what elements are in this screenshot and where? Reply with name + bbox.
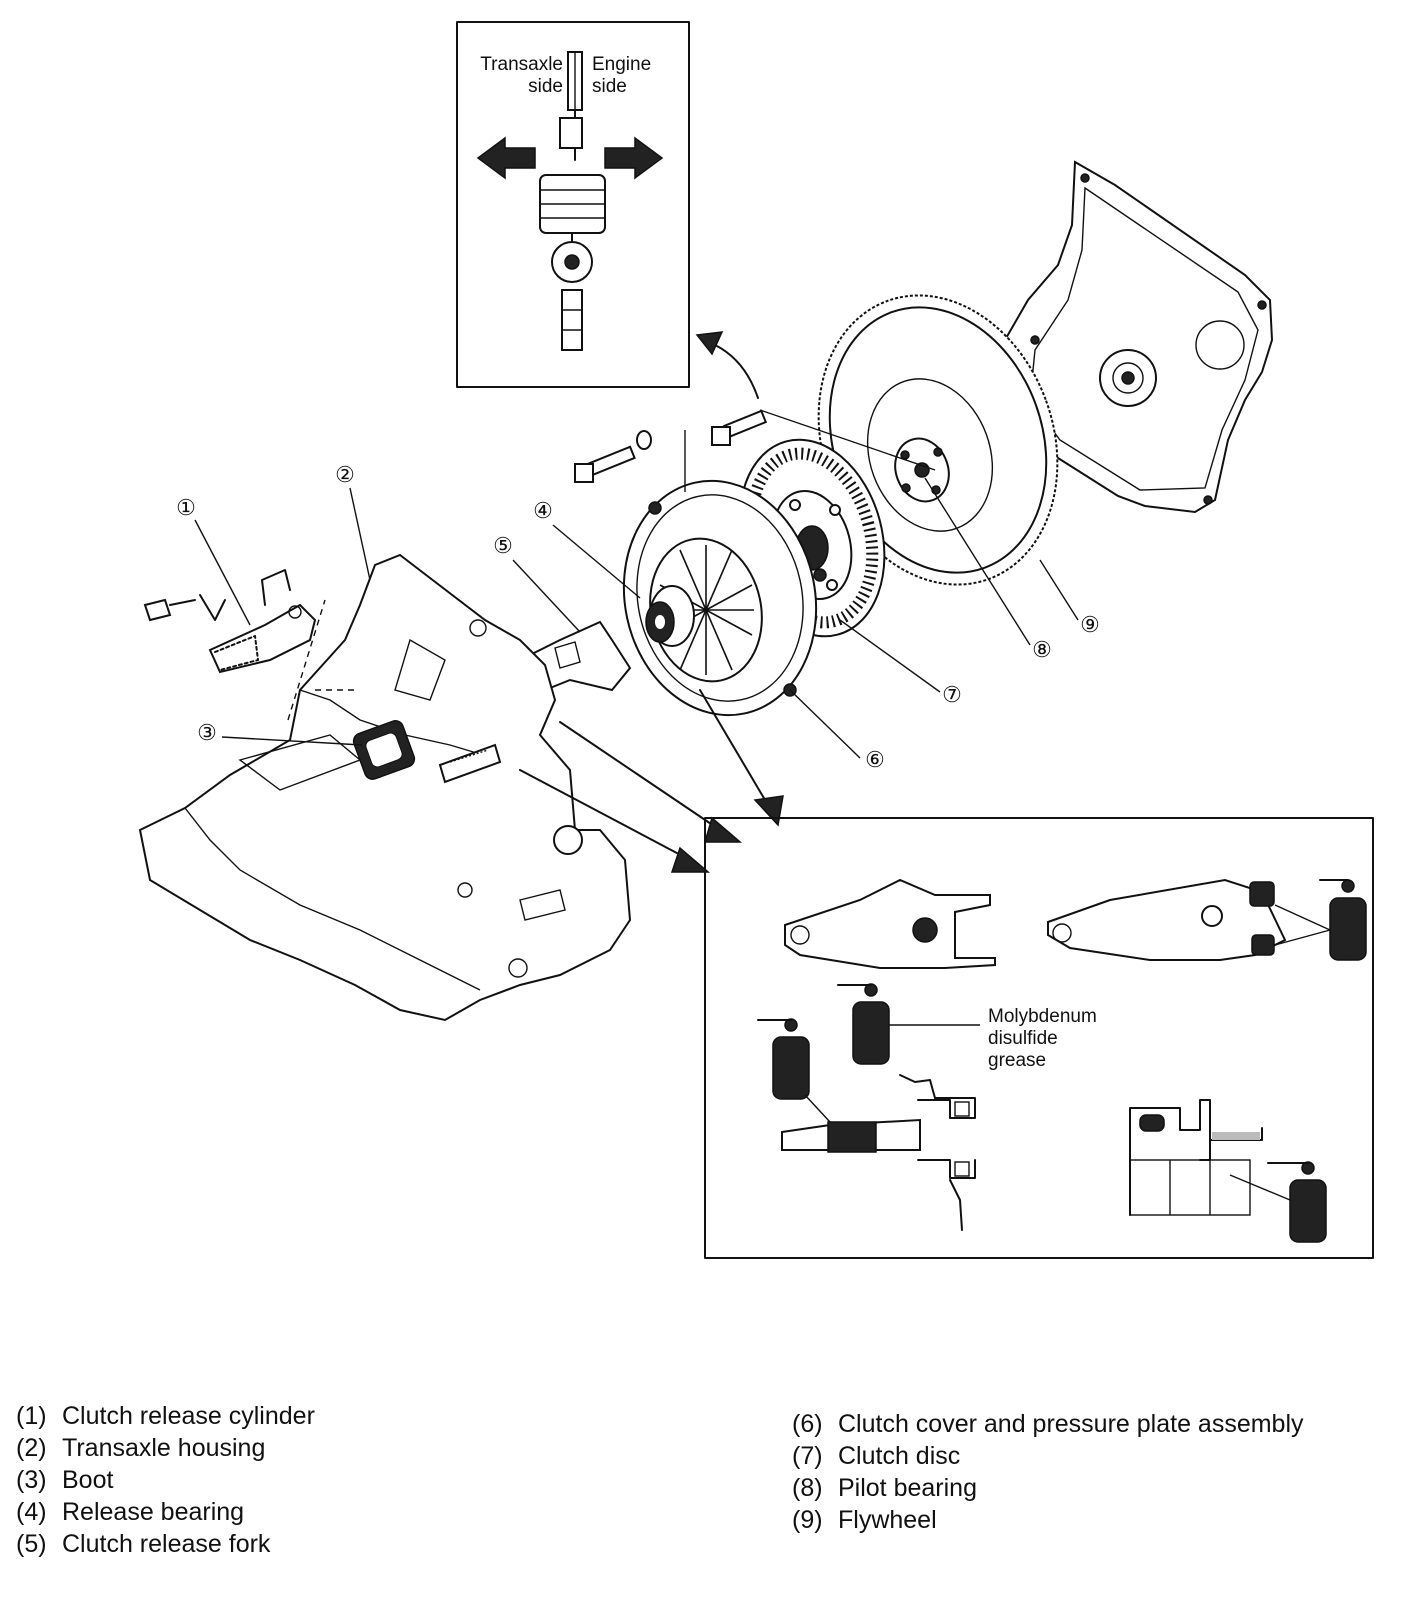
clutch-release-cylinder <box>143 569 317 674</box>
clutch-cover-pressure-plate <box>622 479 827 717</box>
grease-tube-icon <box>1267 1161 1327 1243</box>
arrows-to-grease-inset <box>519 689 784 873</box>
grease-tube-icon <box>837 983 890 1065</box>
boot <box>352 720 416 780</box>
legend-item-5: (5)Clutch release fork <box>16 1530 271 1558</box>
callout-5: ⑤ <box>493 533 513 558</box>
legend-item-9: (9)Flywheel <box>792 1506 937 1534</box>
grease-label-2: disulfide <box>988 1028 1058 1049</box>
callout-1: ① <box>176 495 196 520</box>
inset-release-bearing-orientation: Transaxle side Engine side <box>456 21 690 388</box>
legend-item-3: (3)Boot <box>16 1466 114 1494</box>
grease-label: Molybdenum <box>988 1006 1097 1027</box>
arrow-left-icon <box>476 136 536 180</box>
grease-tube-icon <box>1319 879 1367 961</box>
callout-9: ⑨ <box>1080 612 1100 637</box>
legend-item-4: (4)Release bearing <box>16 1498 245 1526</box>
transaxle-side-label-2: side <box>528 76 563 97</box>
legend-item-6: (6)Clutch cover and pressure plate assem… <box>792 1410 1304 1438</box>
callout-3: ③ <box>197 720 217 745</box>
cover-bolt <box>574 430 652 483</box>
grease-label-3: grease <box>988 1050 1046 1071</box>
grease-tube-icon <box>757 1018 810 1100</box>
transaxle-housing <box>138 553 632 1022</box>
callout-7: ⑦ <box>942 682 962 707</box>
callouts: ① ② ③ ④ ⑤ ⑥ ⑦ ⑧ ⑨ <box>176 462 1100 772</box>
engine-side-label: Engine <box>592 54 651 75</box>
legend-item-1: (1)Clutch release cylinder <box>16 1402 315 1430</box>
engine-side-label-2: side <box>592 76 627 97</box>
transaxle-side-label: Transaxle <box>480 54 563 75</box>
legend-item-2: (2)Transaxle housing <box>16 1434 266 1462</box>
inset-grease-points: Molybdenum disulfide grease <box>704 817 1374 1259</box>
legend-item-7: (7)Clutch disc <box>792 1442 961 1470</box>
legend-item-8: (8)Pilot bearing <box>792 1474 977 1502</box>
flywheel-bolt <box>711 409 768 446</box>
callout-2: ② <box>335 462 355 487</box>
legend-left: (1)Clutch release cylinder (2)Transaxle … <box>16 1400 315 1560</box>
callout-6: ⑥ <box>865 747 885 772</box>
legend-right: (6)Clutch cover and pressure plate assem… <box>792 1408 1304 1536</box>
arrow-right-icon <box>604 136 664 180</box>
engine-rear-plate <box>998 160 1274 514</box>
callout-4: ④ <box>533 498 553 523</box>
callout-8: ⑧ <box>1032 637 1052 662</box>
